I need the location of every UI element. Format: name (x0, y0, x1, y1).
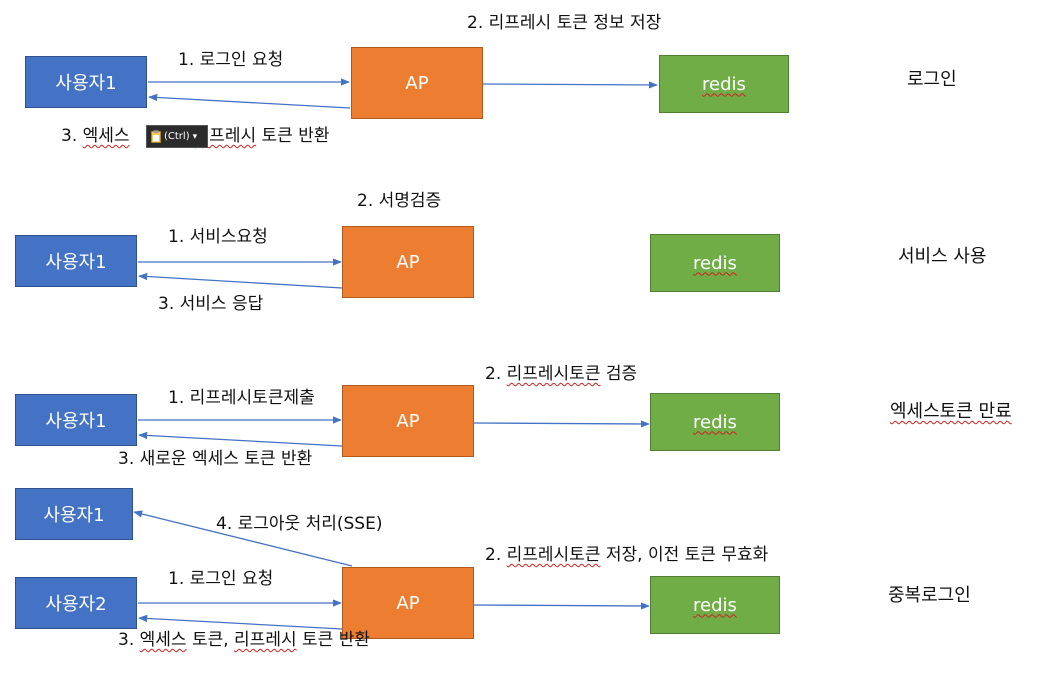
paste-options-button[interactable]: (Ctrl) ▾ (146, 125, 208, 148)
expired-step2-suffix: 검증 (600, 364, 638, 384)
expired-redis-label: redis (693, 411, 737, 433)
duplicate-step3-label: 3. 엑세스 토큰, 리프레시 토큰 반환 (118, 632, 370, 649)
scenario-service-title: 서비스 사용 (898, 246, 987, 267)
arrow-duplicate-store (473, 602, 650, 610)
expired-step2-label: 2. 리프레시토큰 검증 (485, 366, 637, 383)
duplicate-step2-label: 2. 리프레시토큰 저장, 이전 토큰 무효화 (485, 547, 768, 564)
scenario-expired-title-text: 엑세스토큰 만료 (890, 401, 1012, 422)
expired-step2-refresh: 리프레시토큰 (506, 364, 601, 384)
arrow-login-store (482, 81, 658, 89)
scenario-duplicate-title: 중복로그인 (888, 585, 971, 606)
scenario-expired-title: 엑세스토큰 만료 (890, 403, 1012, 421)
arrow-expired-return (138, 431, 343, 447)
login-step1-label: 1. 로그인 요청 (178, 50, 284, 70)
login-redis-label: redis (702, 73, 746, 95)
login-ap-label: AP (405, 72, 429, 94)
duplicate-step3-refresh: 리프레시 (234, 630, 297, 650)
login-user-label: 사용자1 (55, 73, 117, 94)
duplicate-step2-refresh: 리프레시토큰 (506, 545, 601, 565)
service-step2-label: 2. 서명검증 (357, 191, 442, 211)
duplicate-step3-access: 엑세스 (139, 630, 187, 650)
duplicate-ap-label: AP (396, 592, 420, 614)
duplicate-step4-label: 4. 로그아웃 처리(SSE) (216, 514, 383, 534)
expired-step1-label: 1. 리프레시토큰제출 (168, 388, 315, 408)
arrow-duplicate-logout (133, 510, 353, 567)
duplicate-redis-box: redis (650, 576, 780, 634)
login-step3-label: 3. 엑세스 리프레시 토큰 반환 (61, 128, 329, 145)
service-ap-box: AP (342, 226, 474, 298)
arrow-expired-verify (473, 420, 650, 428)
chevron-down-icon: ▾ (192, 131, 198, 142)
duplicate-step3-suffix: 토큰 반환 (296, 630, 370, 650)
login-step3-access: 엑세스 (82, 126, 130, 146)
clipboard-icon (151, 130, 161, 143)
duplicate-user1-label: 사용자1 (43, 505, 105, 526)
service-user-label: 사용자1 (45, 252, 107, 273)
duplicate-ap-box: AP (342, 567, 474, 639)
service-redis-box: redis (650, 234, 780, 292)
duplicate-step2-prefix: 2. (485, 545, 507, 565)
duplicate-step3-prefix: 3. (118, 630, 140, 650)
service-step1-label: 1. 서비스요청 (168, 227, 268, 247)
paste-options-label: (Ctrl) (164, 131, 190, 142)
arrow-service-return (138, 272, 343, 289)
duplicate-user2-label: 사용자2 (45, 594, 107, 615)
login-step2-label: 2. 리프레시 토큰 정보 저장 (467, 13, 662, 33)
duplicate-redis-label: redis (693, 594, 737, 616)
duplicate-user2-box: 사용자2 (15, 577, 137, 629)
login-step3-prefix: 3. (61, 126, 83, 146)
expired-ap-label: AP (396, 410, 420, 432)
service-ap-label: AP (396, 251, 420, 273)
login-step3-refresh: 리프레시 (193, 126, 257, 146)
expired-redis-box: redis (650, 393, 780, 451)
login-ap-box: AP (351, 47, 483, 119)
expired-user-label: 사용자1 (45, 411, 107, 432)
expired-ap-box: AP (342, 385, 474, 457)
login-user-box: 사용자1 (25, 56, 147, 108)
scenario-login-title: 로그인 (907, 69, 957, 90)
service-step3-label: 3. 서비스 응답 (158, 294, 264, 314)
expired-user-box: 사용자1 (15, 394, 137, 446)
arrow-login-return (148, 93, 351, 109)
duplicate-step2-suffix: 저장, 이전 토큰 무효화 (600, 545, 769, 565)
login-step3-suffix: 토큰 반환 (256, 126, 330, 146)
duplicate-user1-box: 사용자1 (15, 488, 133, 540)
service-redis-label: redis (693, 252, 737, 274)
arrow-duplicate-return (138, 614, 343, 630)
duplicate-step1-label: 1. 로그인 요청 (168, 569, 274, 589)
service-user-box: 사용자1 (15, 235, 137, 287)
expired-step2-prefix: 2. (485, 364, 507, 384)
login-redis-box: redis (659, 55, 789, 113)
expired-step3-label: 3. 새로운 엑세스 토큰 반환 (118, 449, 313, 469)
duplicate-step3-mid: 토큰, (186, 630, 235, 650)
